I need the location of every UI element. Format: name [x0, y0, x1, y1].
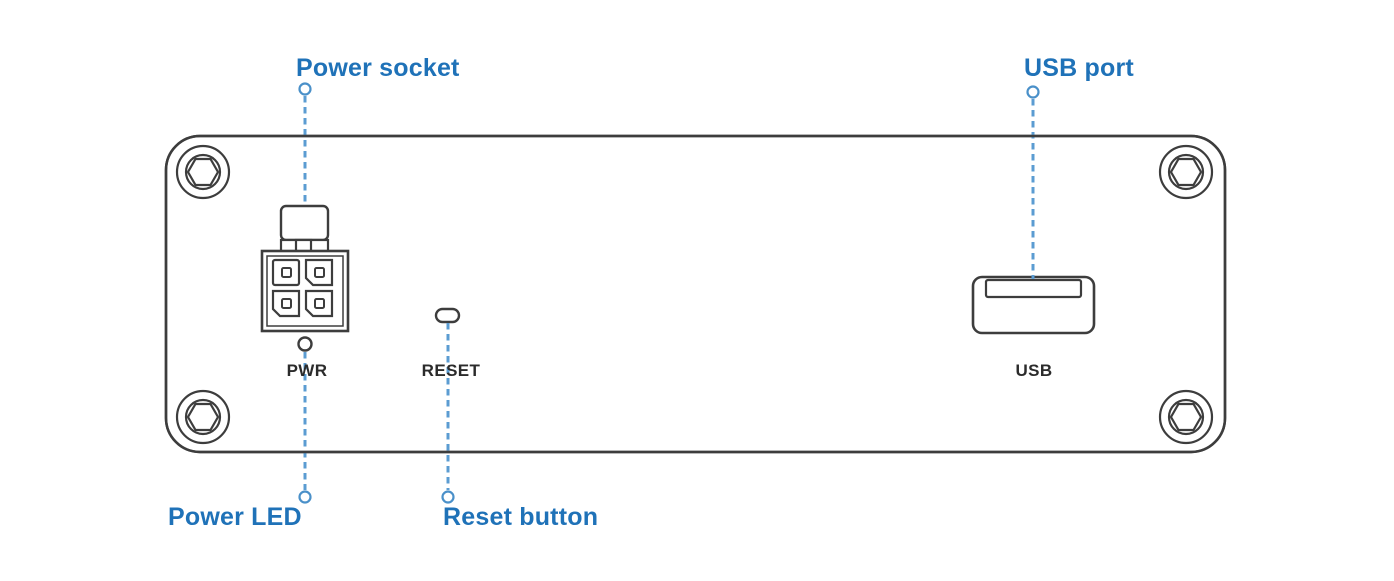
power-led-callout-label: Power LED [168, 503, 302, 531]
panel-outline-overlay [164, 134, 1227, 454]
screw-icon-top-left [175, 144, 231, 200]
reset-button-leader-marker [441, 490, 455, 504]
screw-icon-bottom-left [175, 389, 231, 445]
reset-pinhole-icon [434, 307, 461, 324]
usb-port-leader-marker [1026, 85, 1040, 99]
usb-a-port-icon [971, 275, 1096, 335]
usb-port-leader-line [1026, 85, 1040, 279]
power-socket-leader-marker [298, 82, 312, 96]
power-socket-connector-icon [260, 204, 350, 333]
power-socket-leader-line [298, 82, 312, 205]
power-socket-callout-label: Power socket [296, 54, 460, 82]
reset-button-leader-line [441, 323, 455, 504]
power-led-icon [297, 336, 313, 352]
usb-port-callout-label: USB port [1024, 54, 1134, 82]
power-led-leader-marker [298, 490, 312, 504]
screw-icon-top-right [1158, 144, 1214, 200]
screw-icon-bottom-right [1158, 389, 1214, 445]
usb-panel-label: USB [1015, 361, 1053, 380]
power-led-leader-line [298, 352, 312, 504]
pwr-panel-label: PWR [286, 361, 328, 380]
reset-button-callout-label: Reset button [443, 503, 599, 531]
reset-panel-label: RESET [421, 361, 481, 380]
